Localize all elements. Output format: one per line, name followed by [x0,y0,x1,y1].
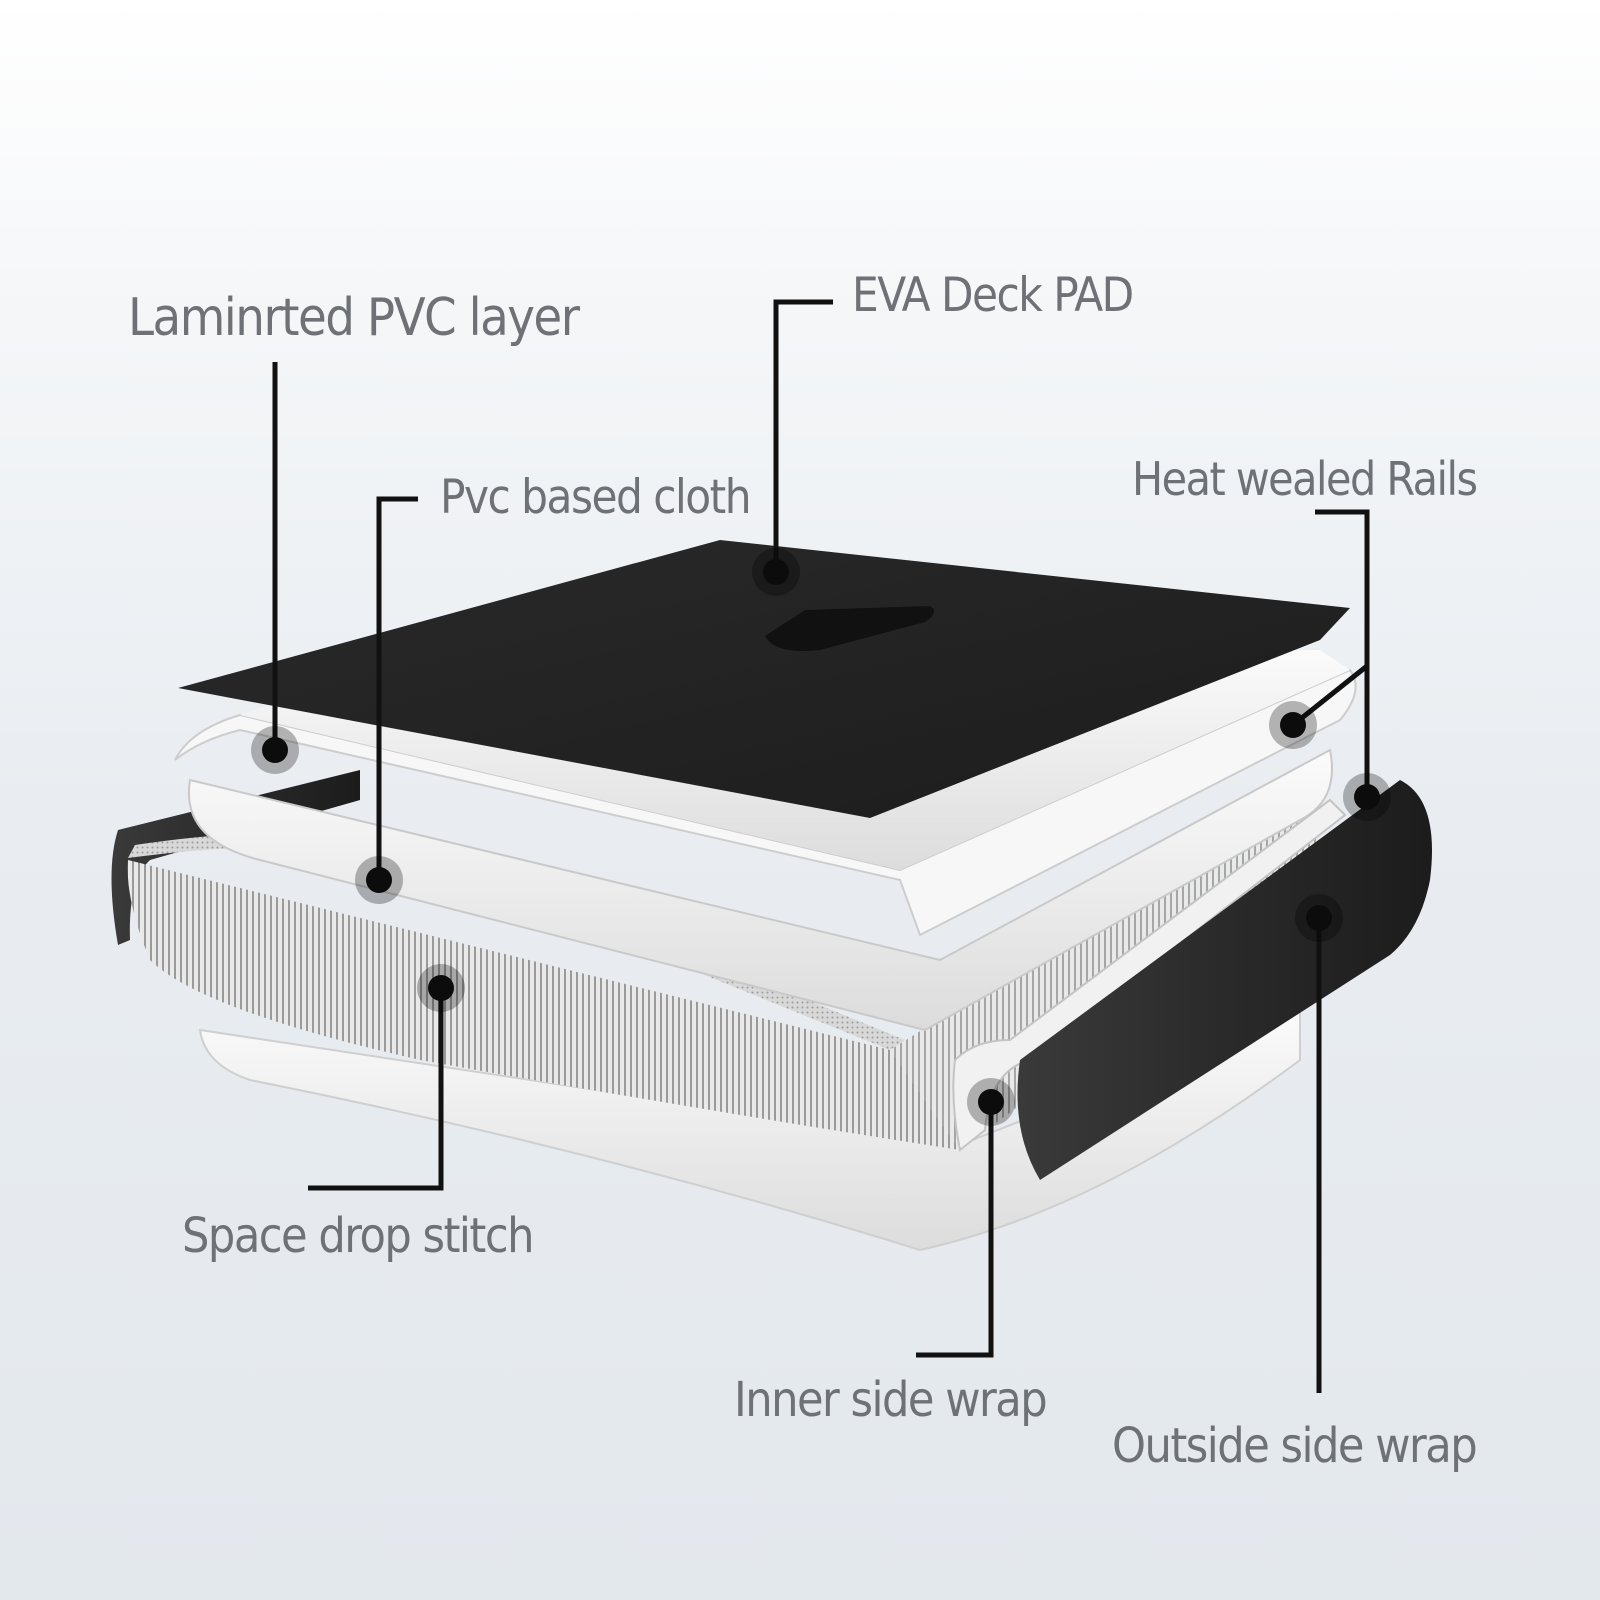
inner-side-wrap [952,798,1347,1152]
leader-lines [272,299,1370,1393]
label-outside-side-wrap: Outside side wrap [1112,1418,1478,1474]
dot-space-drop-stitch [417,964,465,1012]
label-pvc-based-cloth: Pvc based cloth [440,470,752,525]
dot-heat-rails-upper [1269,701,1317,749]
drop-stitch-core [127,860,960,1150]
right-outside-wrap [1017,780,1432,1180]
label-laminated-pvc-layer: Laminrted PVC layer [128,288,580,348]
dot-laminated-pvc [251,726,299,774]
laminated-pvc-sheet [174,668,1357,937]
dot-pvc-cloth [355,856,403,904]
bottom-pvc-sheet [198,1008,1301,1252]
label-eva-deck-pad: EVA Deck PAD [852,268,1134,323]
eva-deck-pad [178,540,1350,818]
pvc-cloth-sheet [187,748,1333,1032]
leader-space-drop-stitch [308,990,444,1191]
label-inner-side-wrap: Inner side wrap [734,1372,1048,1428]
label-heat-welded-rails: Heat wealed Rails [1132,452,1478,506]
leader-pvc-cloth [376,496,418,880]
deck-handle-slot [765,606,934,652]
callout-dots [251,548,1391,1126]
dot-heat-rails-lower [1343,773,1391,821]
leader-heat-rails-branch [1291,664,1369,727]
dot-inner-side-wrap [967,1078,1015,1126]
label-space-drop-stitch: Space drop stitch [182,1208,534,1264]
leader-eva-deck-pad [773,299,833,572]
dot-outside-side-wrap [1295,894,1343,942]
leader-inner-side-wrap [916,1100,994,1358]
leader-heat-rails [1315,509,1370,800]
dot-eva-deck-pad [752,548,800,596]
